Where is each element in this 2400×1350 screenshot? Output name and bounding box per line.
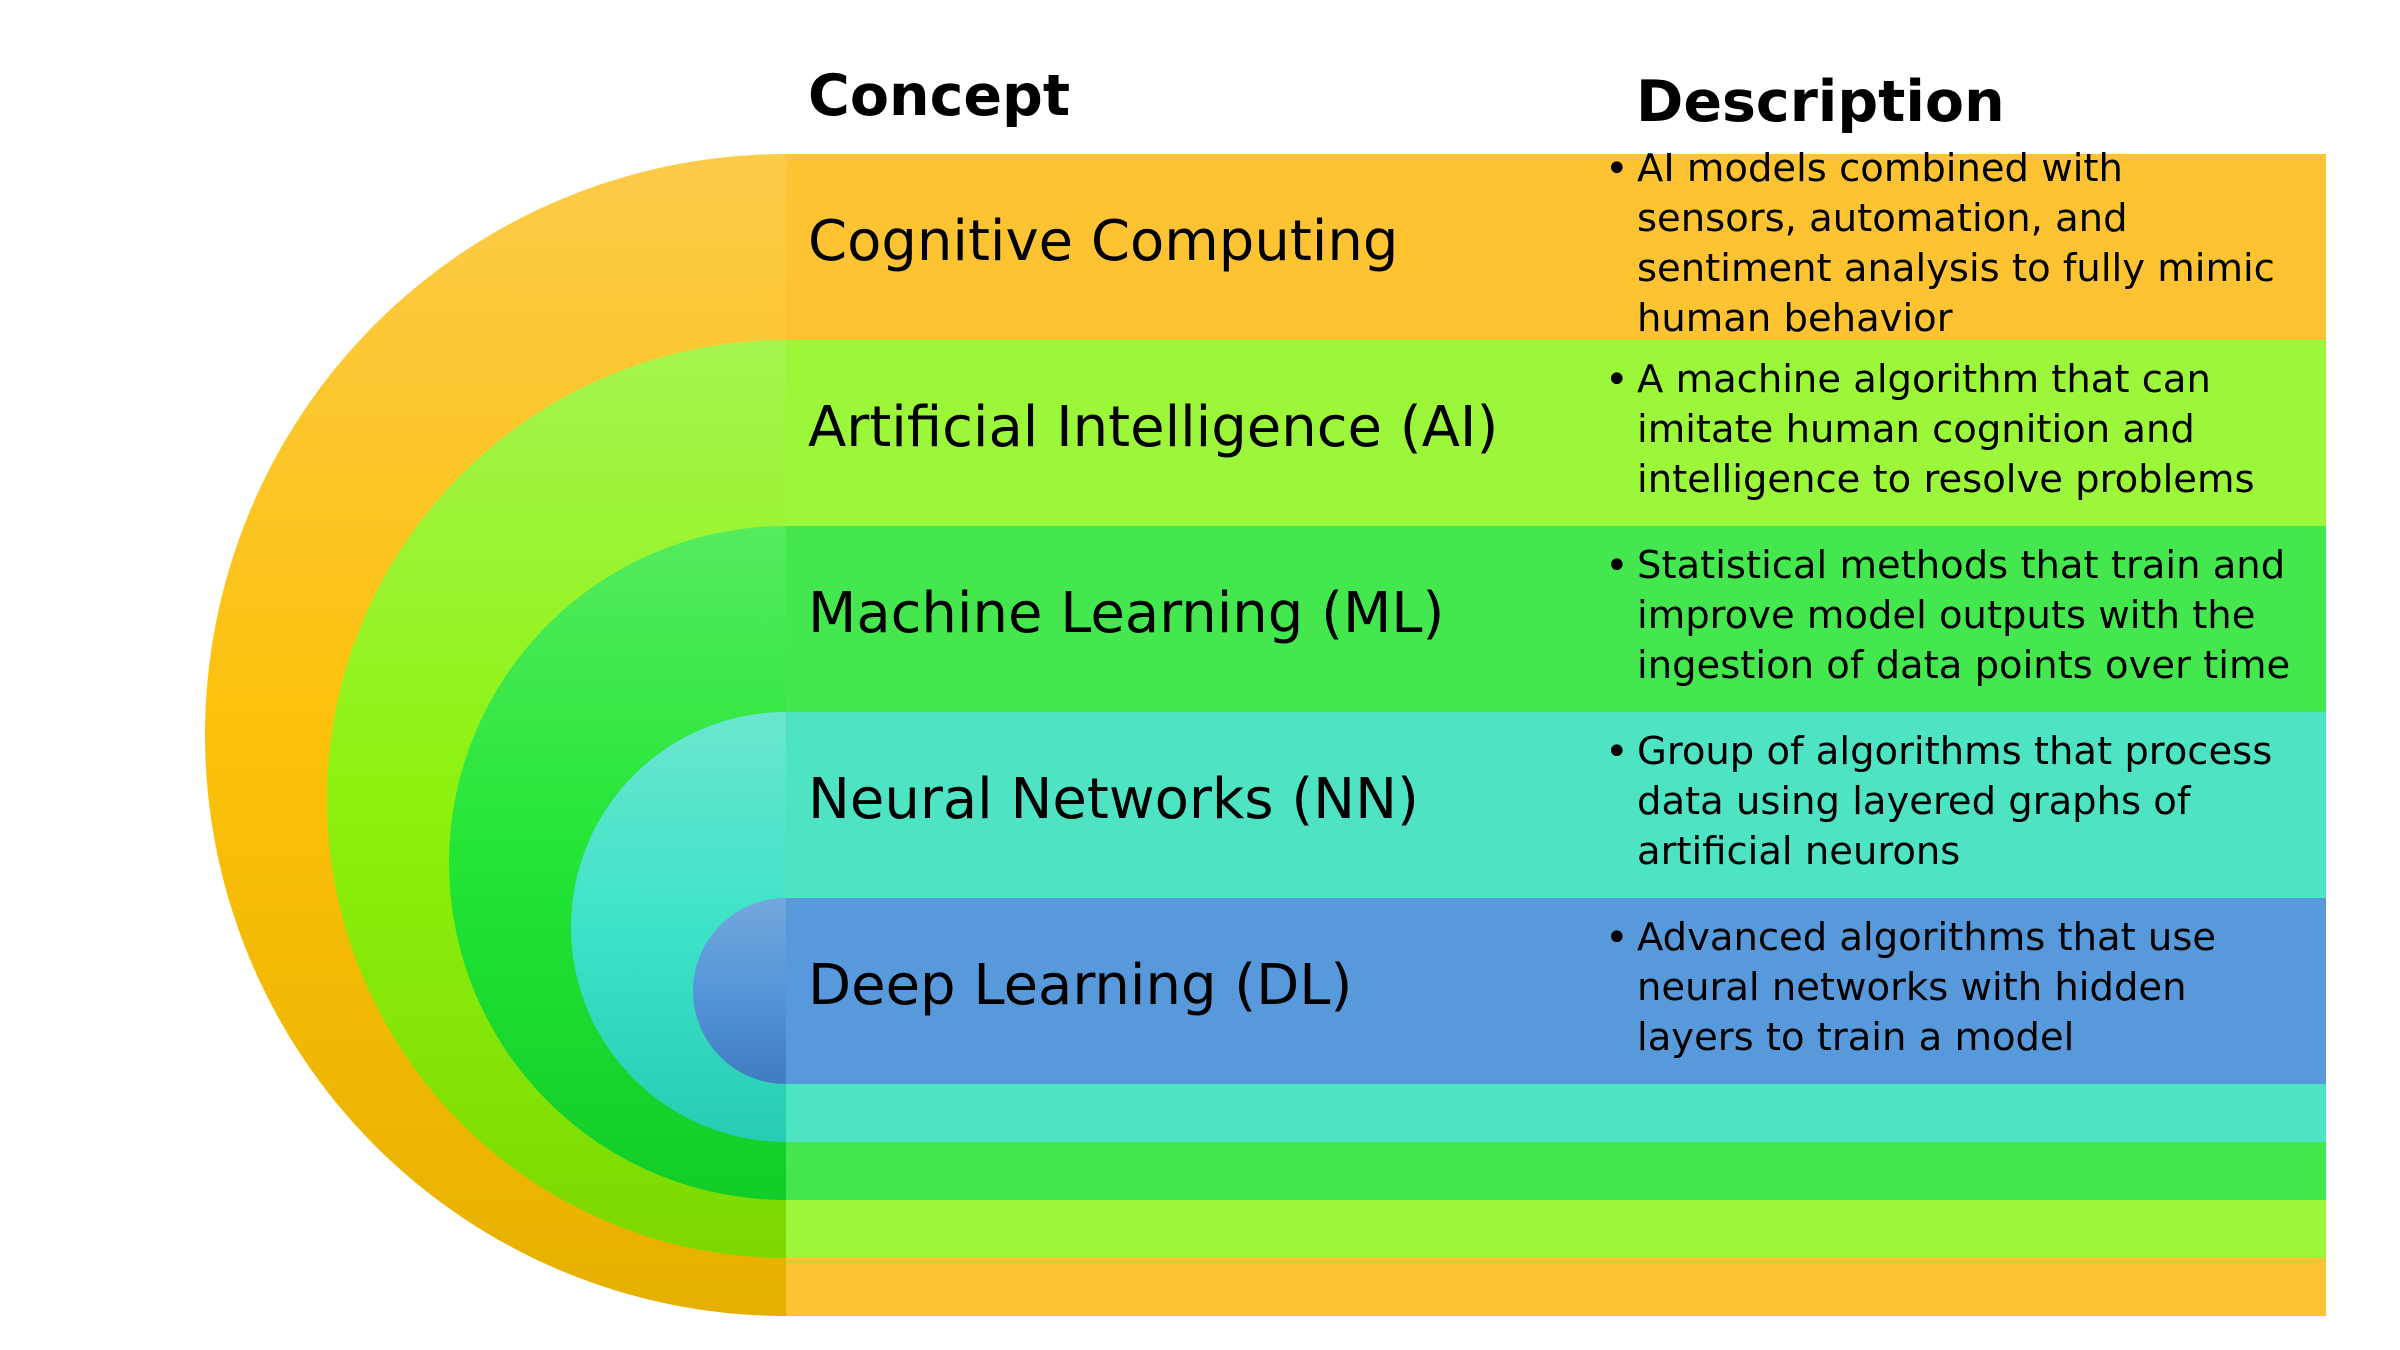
- description-text: Advanced algorithms that use neural netw…: [1637, 915, 2217, 1060]
- description-text: Group of algorithms that process data us…: [1637, 729, 2273, 874]
- bullet-icon: •: [1605, 357, 1629, 403]
- description-machine-learning: • Statistical methods that train and imp…: [1605, 541, 2295, 691]
- concept-label-neural-networks: Neural Networks (NN): [808, 767, 1419, 832]
- description-neural-networks: • Group of algorithms that process data …: [1605, 727, 2295, 877]
- concept-label-machine-learning: Machine Learning (ML): [808, 581, 1445, 646]
- concept-label-artificial-intelligence: Artificial Intelligence (AI): [808, 395, 1499, 460]
- description-deep-learning: • Advanced algorithms that use neural ne…: [1605, 913, 2295, 1063]
- description-cognitive-computing: • AI models combined with sensors, autom…: [1605, 144, 2295, 344]
- layer-band-deep-learning: [786, 898, 2326, 1084]
- layer-arc-deep-learning: [693, 898, 786, 1084]
- concept-column-header: Concept: [808, 63, 1071, 129]
- concept-label-cognitive-computing: Cognitive Computing: [808, 209, 1399, 274]
- bullet-icon: •: [1605, 915, 1629, 961]
- description-artificial-intelligence: • A machine algorithm that can imitate h…: [1605, 355, 2295, 505]
- description-text: A machine algorithm that can imitate hum…: [1637, 357, 2255, 502]
- bullet-icon: •: [1605, 729, 1629, 775]
- bullet-icon: •: [1605, 543, 1629, 589]
- description-text: AI models combined with sensors, automat…: [1637, 146, 2275, 341]
- bullet-icon: •: [1605, 146, 1629, 192]
- description-column-header: Description: [1636, 69, 2005, 135]
- description-text: Statistical methods that train and impro…: [1637, 543, 2291, 688]
- concept-label-deep-learning: Deep Learning (DL): [808, 953, 1353, 1018]
